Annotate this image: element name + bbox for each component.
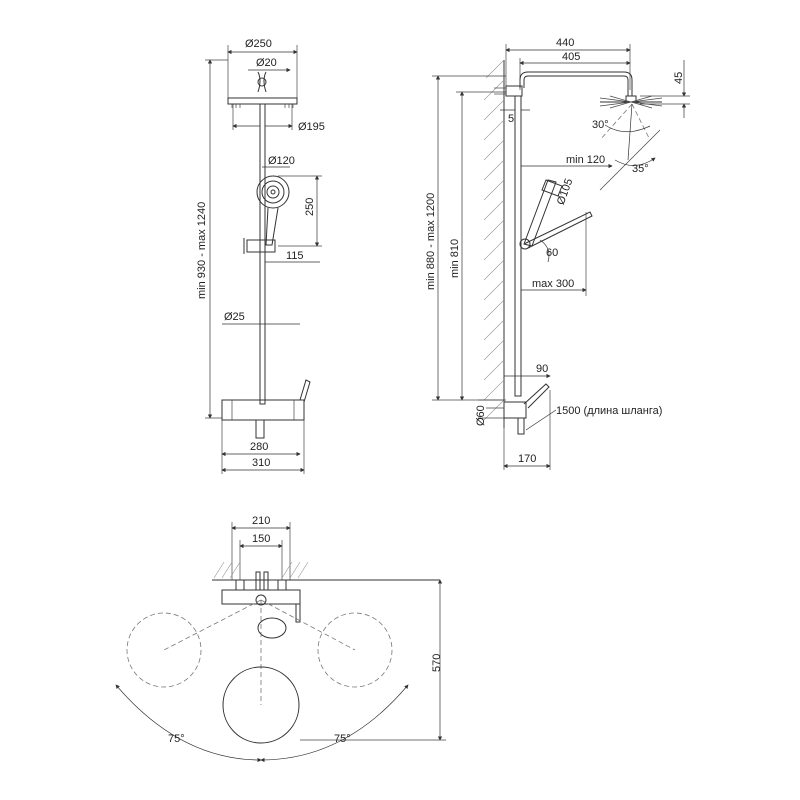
rain-shower-head-side — [599, 95, 663, 109]
label-tilt-down: 35° — [632, 163, 649, 175]
label-overall-width: 310 — [252, 457, 270, 469]
label-hand-diameter: Ø120 — [268, 155, 295, 167]
mixer-side — [486, 383, 550, 435]
label-hose-length: 1500 (длина шланга) — [556, 405, 662, 417]
mixer-front — [221, 379, 311, 439]
dim-hand-offset: min 120 — [521, 154, 613, 169]
label-head-thickness: 45 — [673, 72, 685, 84]
label-angle-right: 75° — [334, 733, 351, 745]
label-top-depth: 570 — [431, 654, 443, 672]
label-angle-left: 75° — [168, 733, 185, 745]
label-top-width: 210 — [252, 515, 270, 527]
label-hand-angle: 60 — [546, 247, 558, 259]
hand-shower-top — [257, 617, 287, 639]
label-side-height: min 880 - max 1200 — [425, 193, 437, 290]
dim-head-diameter: Ø250 — [227, 38, 298, 102]
dim-hose-length: 1500 (длина шланга) — [525, 405, 662, 431]
front-view: Ø250 Ø20 Ø195 Ø120 — [196, 38, 325, 474]
top-view: 210 150 — [115, 515, 446, 763]
label-mixer-depth: 170 — [518, 453, 536, 465]
swing-arcs: 75° 75° — [115, 599, 409, 763]
label-top-inner: 150 — [252, 533, 270, 545]
rain-shower-head-front — [227, 71, 298, 108]
tilt-angles: 30° 35° — [592, 103, 661, 191]
label-front-height: min 930 - max 1240 — [196, 202, 208, 299]
label-hand-height: 250 — [304, 198, 316, 216]
dim-front-height: min 930 - max 1240 — [196, 59, 228, 419]
dim-arm-diameter: Ø20 — [248, 57, 291, 73]
label-reach: max 300 — [532, 278, 574, 290]
label-arm-diameter: Ø20 — [256, 57, 277, 69]
dim-hand-height: 250 — [278, 175, 322, 247]
wall-top — [212, 561, 440, 581]
dim-arm: 440 405 — [505, 37, 631, 90]
hand-shower-front: Ø120 — [243, 155, 295, 254]
label-min-height: min 810 — [449, 239, 461, 278]
label-tilt-up: 30° — [592, 119, 609, 131]
hand-shower-side: Ø105 60 — [519, 177, 593, 263]
label-pipe-diameter: Ø25 — [224, 311, 245, 323]
label-holder-offset: 115 — [286, 250, 304, 262]
label-mixer-offset: 90 — [536, 363, 548, 375]
dim-mixer-diameter: Ø60 — [475, 399, 504, 426]
dim-head-thickness: 45 — [640, 60, 690, 118]
label-head-inner: Ø195 — [298, 121, 325, 133]
dim-pipe-diameter: Ø25 — [222, 311, 300, 325]
dim-top-depth: 570 — [300, 579, 446, 741]
dim-mixer-offset: 90 — [504, 363, 551, 379]
shower-arm-side — [519, 71, 633, 96]
dim-top-inner: 150 — [239, 533, 283, 580]
main-pipe-side — [514, 95, 522, 397]
label-mixer-width: 280 — [250, 441, 268, 453]
label-arm-length: 440 — [556, 37, 574, 49]
label-arm-inner: 405 — [562, 51, 580, 63]
wall-bracket-top — [505, 85, 523, 97]
dim-head-inner: Ø195 — [232, 104, 325, 133]
dim-mixer-widths: 280 310 — [221, 420, 305, 474]
dim-top-width: 210 — [231, 515, 291, 580]
label-hand-diameter-side: Ø105 — [555, 177, 575, 206]
dim-reach: max 300 — [521, 212, 587, 296]
dim-side-height: min 880 - max 1200 min 810 — [425, 75, 506, 401]
dim-mixer-depth: 170 — [503, 390, 551, 470]
main-pipe-front — [259, 103, 266, 405]
label-mixer-diameter: Ø60 — [475, 405, 487, 426]
label-hand-offset: min 120 — [566, 154, 605, 166]
wall-hatch — [483, 59, 505, 428]
side-view: 440 405 45 — [425, 37, 690, 470]
dim-holder-offset: 115 — [265, 250, 320, 263]
label-head-diameter: Ø250 — [245, 38, 272, 50]
